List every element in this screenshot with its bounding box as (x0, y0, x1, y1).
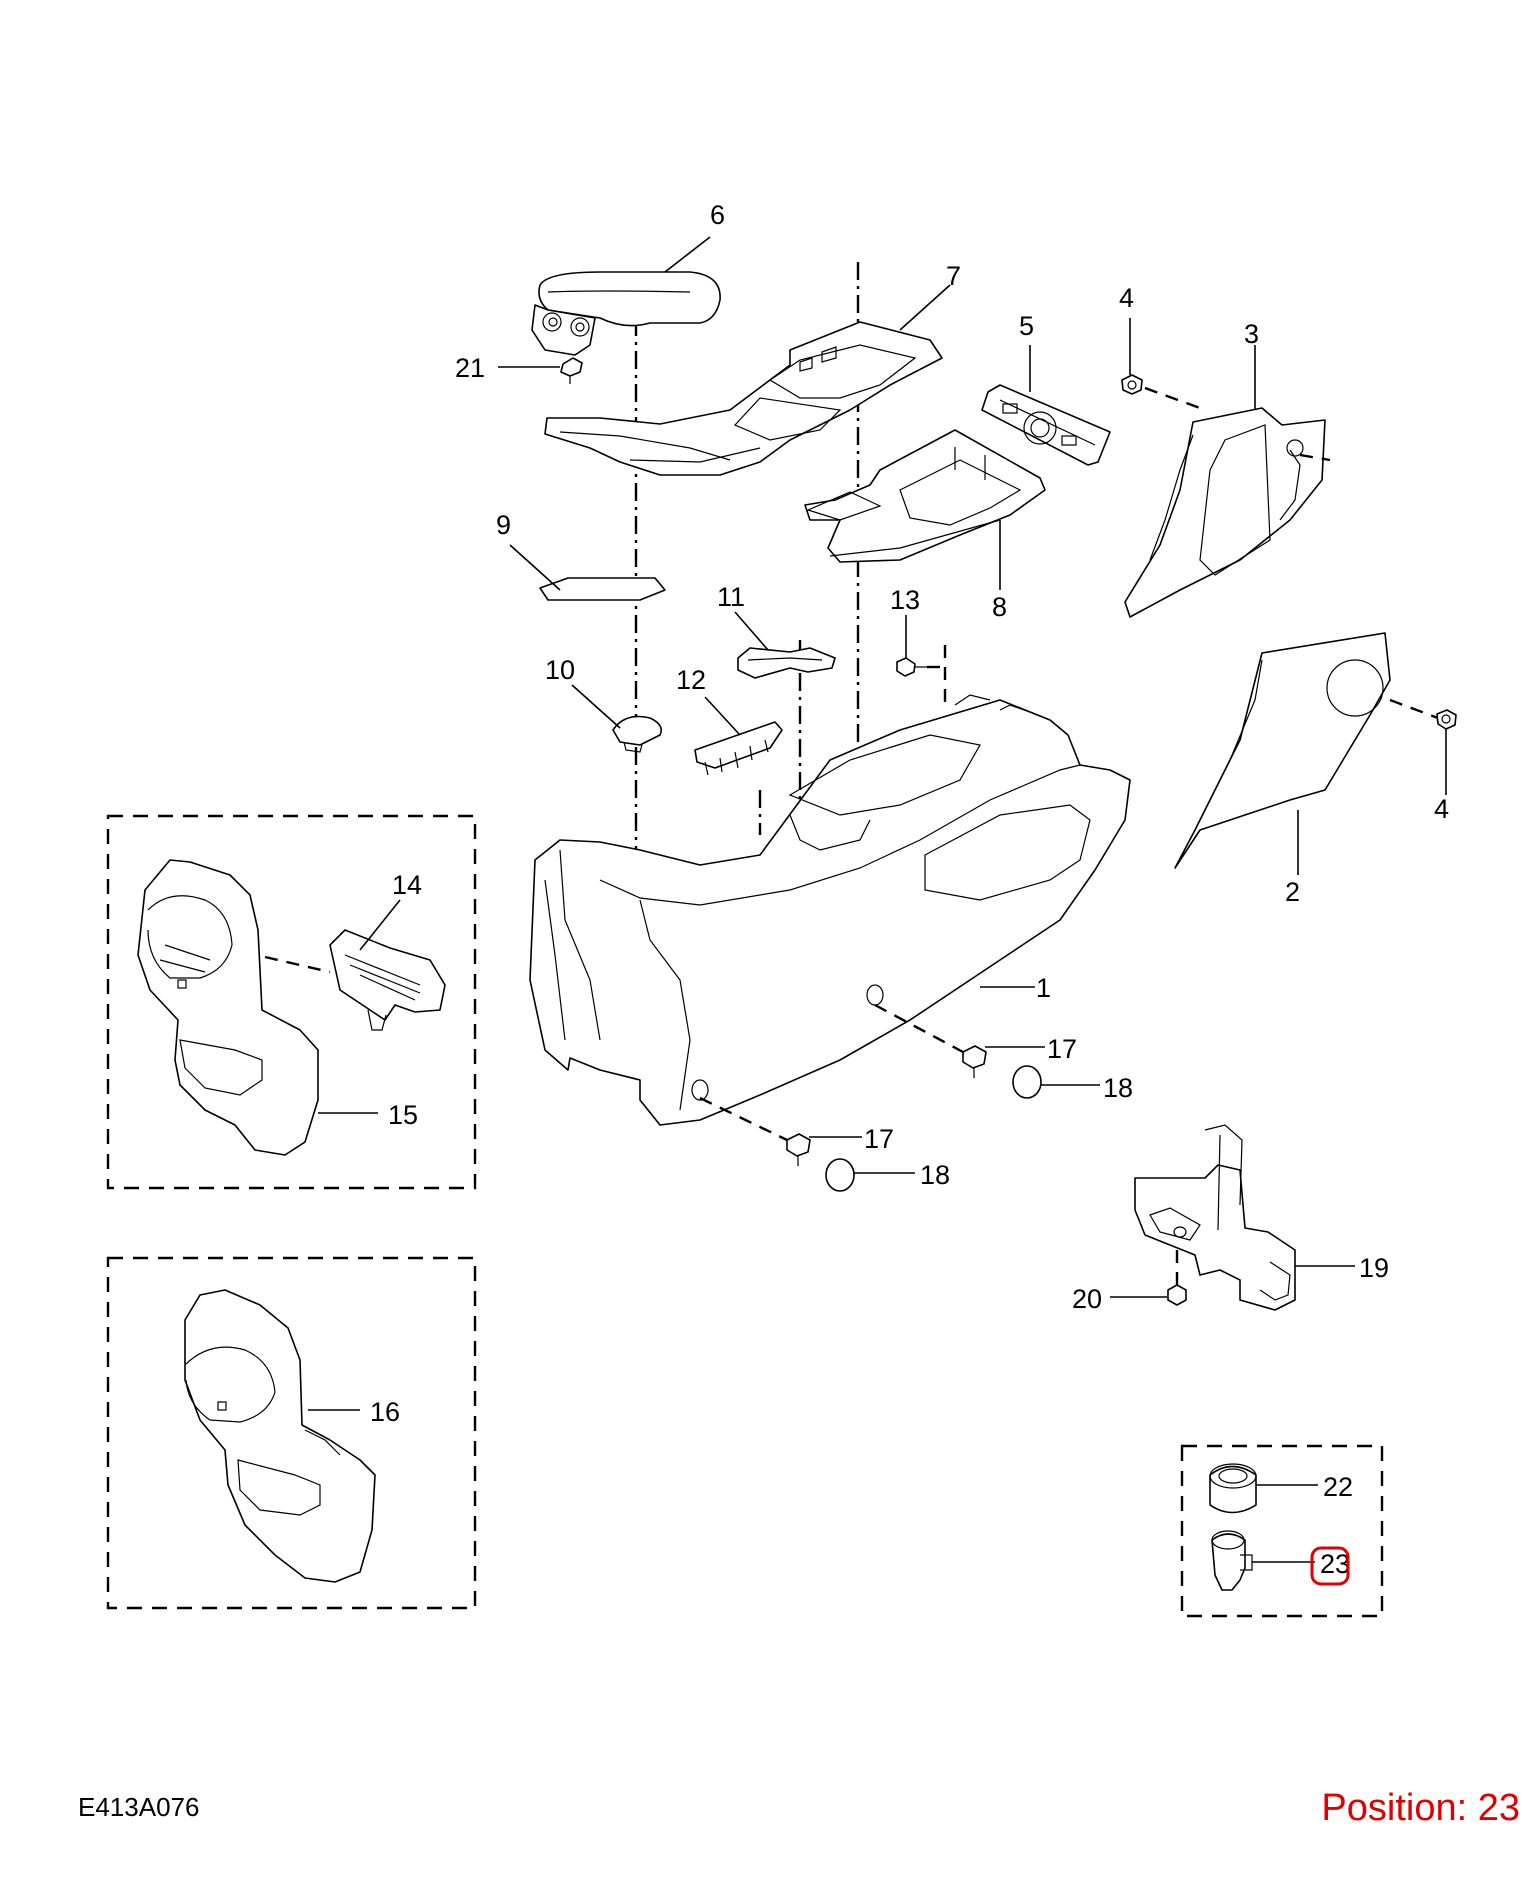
callout-3: 3 (1244, 319, 1259, 349)
callout-17-upper: 17 (1047, 1034, 1077, 1064)
part-gasket-11 (737, 647, 836, 679)
part-bolt-17-upper (962, 1045, 987, 1078)
callout-2: 2 (1285, 877, 1300, 907)
part-cap-18-lower (825, 1158, 855, 1192)
part-switch-panel (981, 384, 1111, 466)
part-screw-13 (896, 657, 927, 677)
part-bolt-4-lower (1436, 709, 1457, 730)
part-cap-18-upper (1012, 1065, 1042, 1099)
selected-callout-highlight (1310, 1546, 1350, 1586)
callout-7: 7 (946, 261, 961, 291)
detail-box-16 (106, 1256, 477, 1610)
part-screw-21 (560, 357, 583, 384)
callout-13: 13 (890, 585, 920, 615)
callout-17-lower: 17 (864, 1124, 894, 1154)
detail-box-14-15 (106, 814, 477, 1190)
callout-19: 19 (1359, 1253, 1389, 1283)
part-armrest (531, 271, 721, 356)
part-side-panel-upper (1124, 407, 1326, 618)
callout-10: 10 (545, 655, 575, 685)
leader-lines (308, 236, 1447, 1563)
callout-20: 20 (1072, 1284, 1102, 1314)
part-bolt-17-lower (786, 1133, 811, 1166)
drawing-code: E413A076 (78, 1792, 199, 1822)
part-bezel-16 (184, 1289, 376, 1583)
callout-18-upper: 18 (1103, 1073, 1133, 1103)
part-bolt-4-upper (1121, 374, 1143, 395)
part-power-outlet-22 (1209, 1463, 1257, 1514)
position-label: Position: 23 (1321, 1787, 1520, 1829)
part-nut-20 (1167, 1284, 1187, 1306)
part-cap-10 (612, 715, 663, 753)
callout-14: 14 (392, 870, 422, 900)
callout-9: 9 (496, 510, 511, 540)
part-bracket-8 (804, 429, 1046, 563)
assembly-lines (264, 386, 1439, 1285)
callout-6: 6 (710, 200, 725, 230)
part-insert-14 (329, 929, 446, 1031)
part-bezel-15 (137, 859, 319, 1156)
callout-5: 5 (1019, 311, 1034, 341)
part-bracket-19 (1134, 1124, 1296, 1311)
callout-12: 12 (676, 665, 706, 695)
callout-22: 22 (1323, 1472, 1353, 1502)
part-power-outlet-23 (1211, 1530, 1253, 1591)
callout-18-lower: 18 (920, 1160, 950, 1190)
callout-11: 11 (717, 582, 745, 612)
part-clip-strip-12 (694, 721, 783, 776)
callout-4-upper: 4 (1119, 283, 1134, 313)
callout-16: 16 (370, 1397, 400, 1427)
part-console-body (529, 694, 1131, 1126)
detail-box-22-23 (1180, 1444, 1384, 1618)
callout-15: 15 (388, 1100, 418, 1130)
callout-8: 8 (992, 592, 1007, 622)
callout-4-lower: 4 (1434, 794, 1449, 824)
callout-1: 1 (1036, 973, 1051, 1003)
part-mat-9 (539, 577, 666, 601)
part-upper-trim (544, 321, 943, 476)
part-side-panel-lower (1174, 632, 1391, 869)
callout-21: 21 (455, 353, 485, 383)
callout-labels: 1 2 3 4 4 5 6 7 8 9 10 11 12 13 14 15 16… (370, 200, 1449, 1579)
callout-23: 23 (1320, 1549, 1350, 1579)
